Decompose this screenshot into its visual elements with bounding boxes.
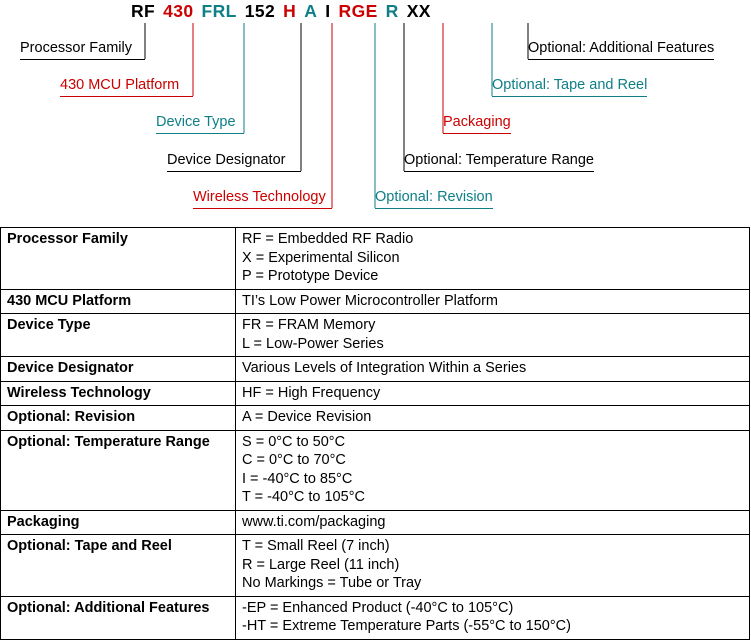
table-value-line: HF = High Frequency xyxy=(242,384,381,401)
table-row-values: Various Levels of Integration Within a S… xyxy=(235,356,750,382)
table-row: Packaging www.ti.com/packaging xyxy=(0,509,750,535)
table-row-label: Optional: Tape and Reel xyxy=(0,534,236,597)
table-value-line: T = Small Reel (7 inch) xyxy=(242,538,390,554)
table-row-label: Optional: Temperature Range xyxy=(0,429,236,511)
table-row-values: A = Device Revision xyxy=(235,405,750,431)
part-number: RF 430 FRL 152 H A I RGE R XX xyxy=(131,1,431,22)
table-value-line: I = -40°C to 85°C xyxy=(242,470,353,487)
table-row-values: HF = High Frequency xyxy=(235,380,750,406)
table-value-line: -HT = Extreme Temperature Parts (-55°C t… xyxy=(242,618,571,634)
table-row-values: T = Small Reel (7 inch) R = Large Reel (1… xyxy=(235,534,750,597)
device-nomenclature-diagram: RF 430 FRL 152 H A I RGE R XX Processor … xyxy=(0,0,751,226)
table-value-line: C = 0°C to 70°C xyxy=(242,452,346,468)
table-value-line: No Markings = Tube or Tray xyxy=(242,575,422,591)
table-row: Optional: Additional Features-EP = Enhan… xyxy=(0,595,750,640)
callout-device-type: Device Type xyxy=(156,113,244,134)
table-row-values: FR = FRAM Memory L = Low-Power Series xyxy=(235,313,750,357)
table-value-line: www.ti.com/packaging xyxy=(242,513,386,530)
part-number-segment-revision: A xyxy=(304,1,318,21)
table-value-line: S = 0°C to 50°C xyxy=(242,433,346,450)
callout-temperature-range: Optional: Temperature Range xyxy=(404,151,594,172)
part-number-segment-device-type: FRL xyxy=(201,1,237,21)
decoder-table: Processor Family RF = Embedded RF Radio X … xyxy=(0,227,750,640)
callout-packaging: Packaging xyxy=(443,113,511,134)
table-value-line: FR = FRAM Memory xyxy=(242,317,376,333)
callout-mcu-platform: 430 MCU Platform xyxy=(60,76,193,97)
table-value-line: Various Levels of Integration Within a S… xyxy=(242,360,527,376)
table-value-line: L = Low-Power Series xyxy=(242,335,384,352)
callout-wireless-technology: Wireless Technology xyxy=(193,188,332,209)
callout-tape-and-reel: Optional: Tape and Reel xyxy=(492,76,648,97)
part-number-segment-tape-and-reel: R xyxy=(385,1,399,21)
table-value-line: R = Large Reel (11 inch) xyxy=(242,556,400,573)
table-value-line: T = -40°C to 105°C xyxy=(242,489,365,505)
table-row: Wireless Technology HF = High Frequency xyxy=(0,380,750,406)
table-row-values: S = 0°C to 50°C C = 0°C to 70°C I = -40°C … xyxy=(235,429,750,511)
callout-device-designator: Device Designator xyxy=(167,151,301,172)
table-row: 430 MCU Platform TI’s Low Power Microcont… xyxy=(0,288,750,314)
callout-processor-family: Processor Family xyxy=(20,39,145,60)
callout-additional-features: Optional: Additional Features xyxy=(528,39,715,60)
callout-connector-lines xyxy=(144,23,529,208)
table-value-line: -EP = Enhanced Product (-40°C to 105°C) xyxy=(242,599,514,616)
table-row-values: TI’s Low Power Microcontroller Platform xyxy=(235,288,750,314)
table-value-line: TI’s Low Power Microcontroller Platform xyxy=(242,292,498,309)
table-row-label: Device Type xyxy=(0,313,236,357)
table-row-label: Processor Family xyxy=(0,227,236,290)
table-row-values: RF = Embedded RF Radio X = Experimental S… xyxy=(235,227,750,290)
part-number-segment-mcu-platform: 430 xyxy=(163,1,194,21)
part-number-segment-temperature-range: I xyxy=(325,1,331,21)
table-row-label: 430 MCU Platform xyxy=(0,288,236,314)
table-row: Device Type FR = FRAM Memory L = Low-Power… xyxy=(0,313,750,357)
part-number-segment-additional-features: XX xyxy=(406,1,431,21)
part-number-segment-processor-family: RF xyxy=(131,1,156,21)
table-row-values: www.ti.com/packaging xyxy=(235,509,750,535)
table-row-label: Device Designator xyxy=(0,356,236,382)
part-number-segment-packaging: RGE xyxy=(338,1,378,21)
table-row-values: -EP = Enhanced Product (-40°C to 105°C) -… xyxy=(235,595,750,640)
table-row-label: Packaging xyxy=(0,509,236,535)
callout-revision: Optional: Revision xyxy=(375,188,493,209)
table-row: Optional: Revision A = Device Revision xyxy=(0,405,750,431)
part-number-segment-device-designator: 152 xyxy=(244,1,276,21)
table-row: Device Designator Various Levels of Integ… xyxy=(0,356,750,382)
table-row-label: Optional: Revision xyxy=(0,405,236,431)
table-value-line: RF = Embedded RF Radio xyxy=(242,231,414,247)
table-value-line: P = Prototype Device xyxy=(242,268,379,284)
part-number-segment-wireless-technology: H xyxy=(283,1,297,21)
table-row: Processor Family RF = Embedded RF Radio X … xyxy=(0,227,750,290)
decoder-table-body: Processor Family RF = Embedded RF Radio X … xyxy=(0,227,750,640)
table-row-label: Wireless Technology xyxy=(0,380,236,406)
table-value-line: A = Device Revision xyxy=(242,409,372,425)
table-row-label: Optional: Additional Features xyxy=(0,595,236,640)
table-value-line: X = Experimental Silicon xyxy=(242,249,400,266)
